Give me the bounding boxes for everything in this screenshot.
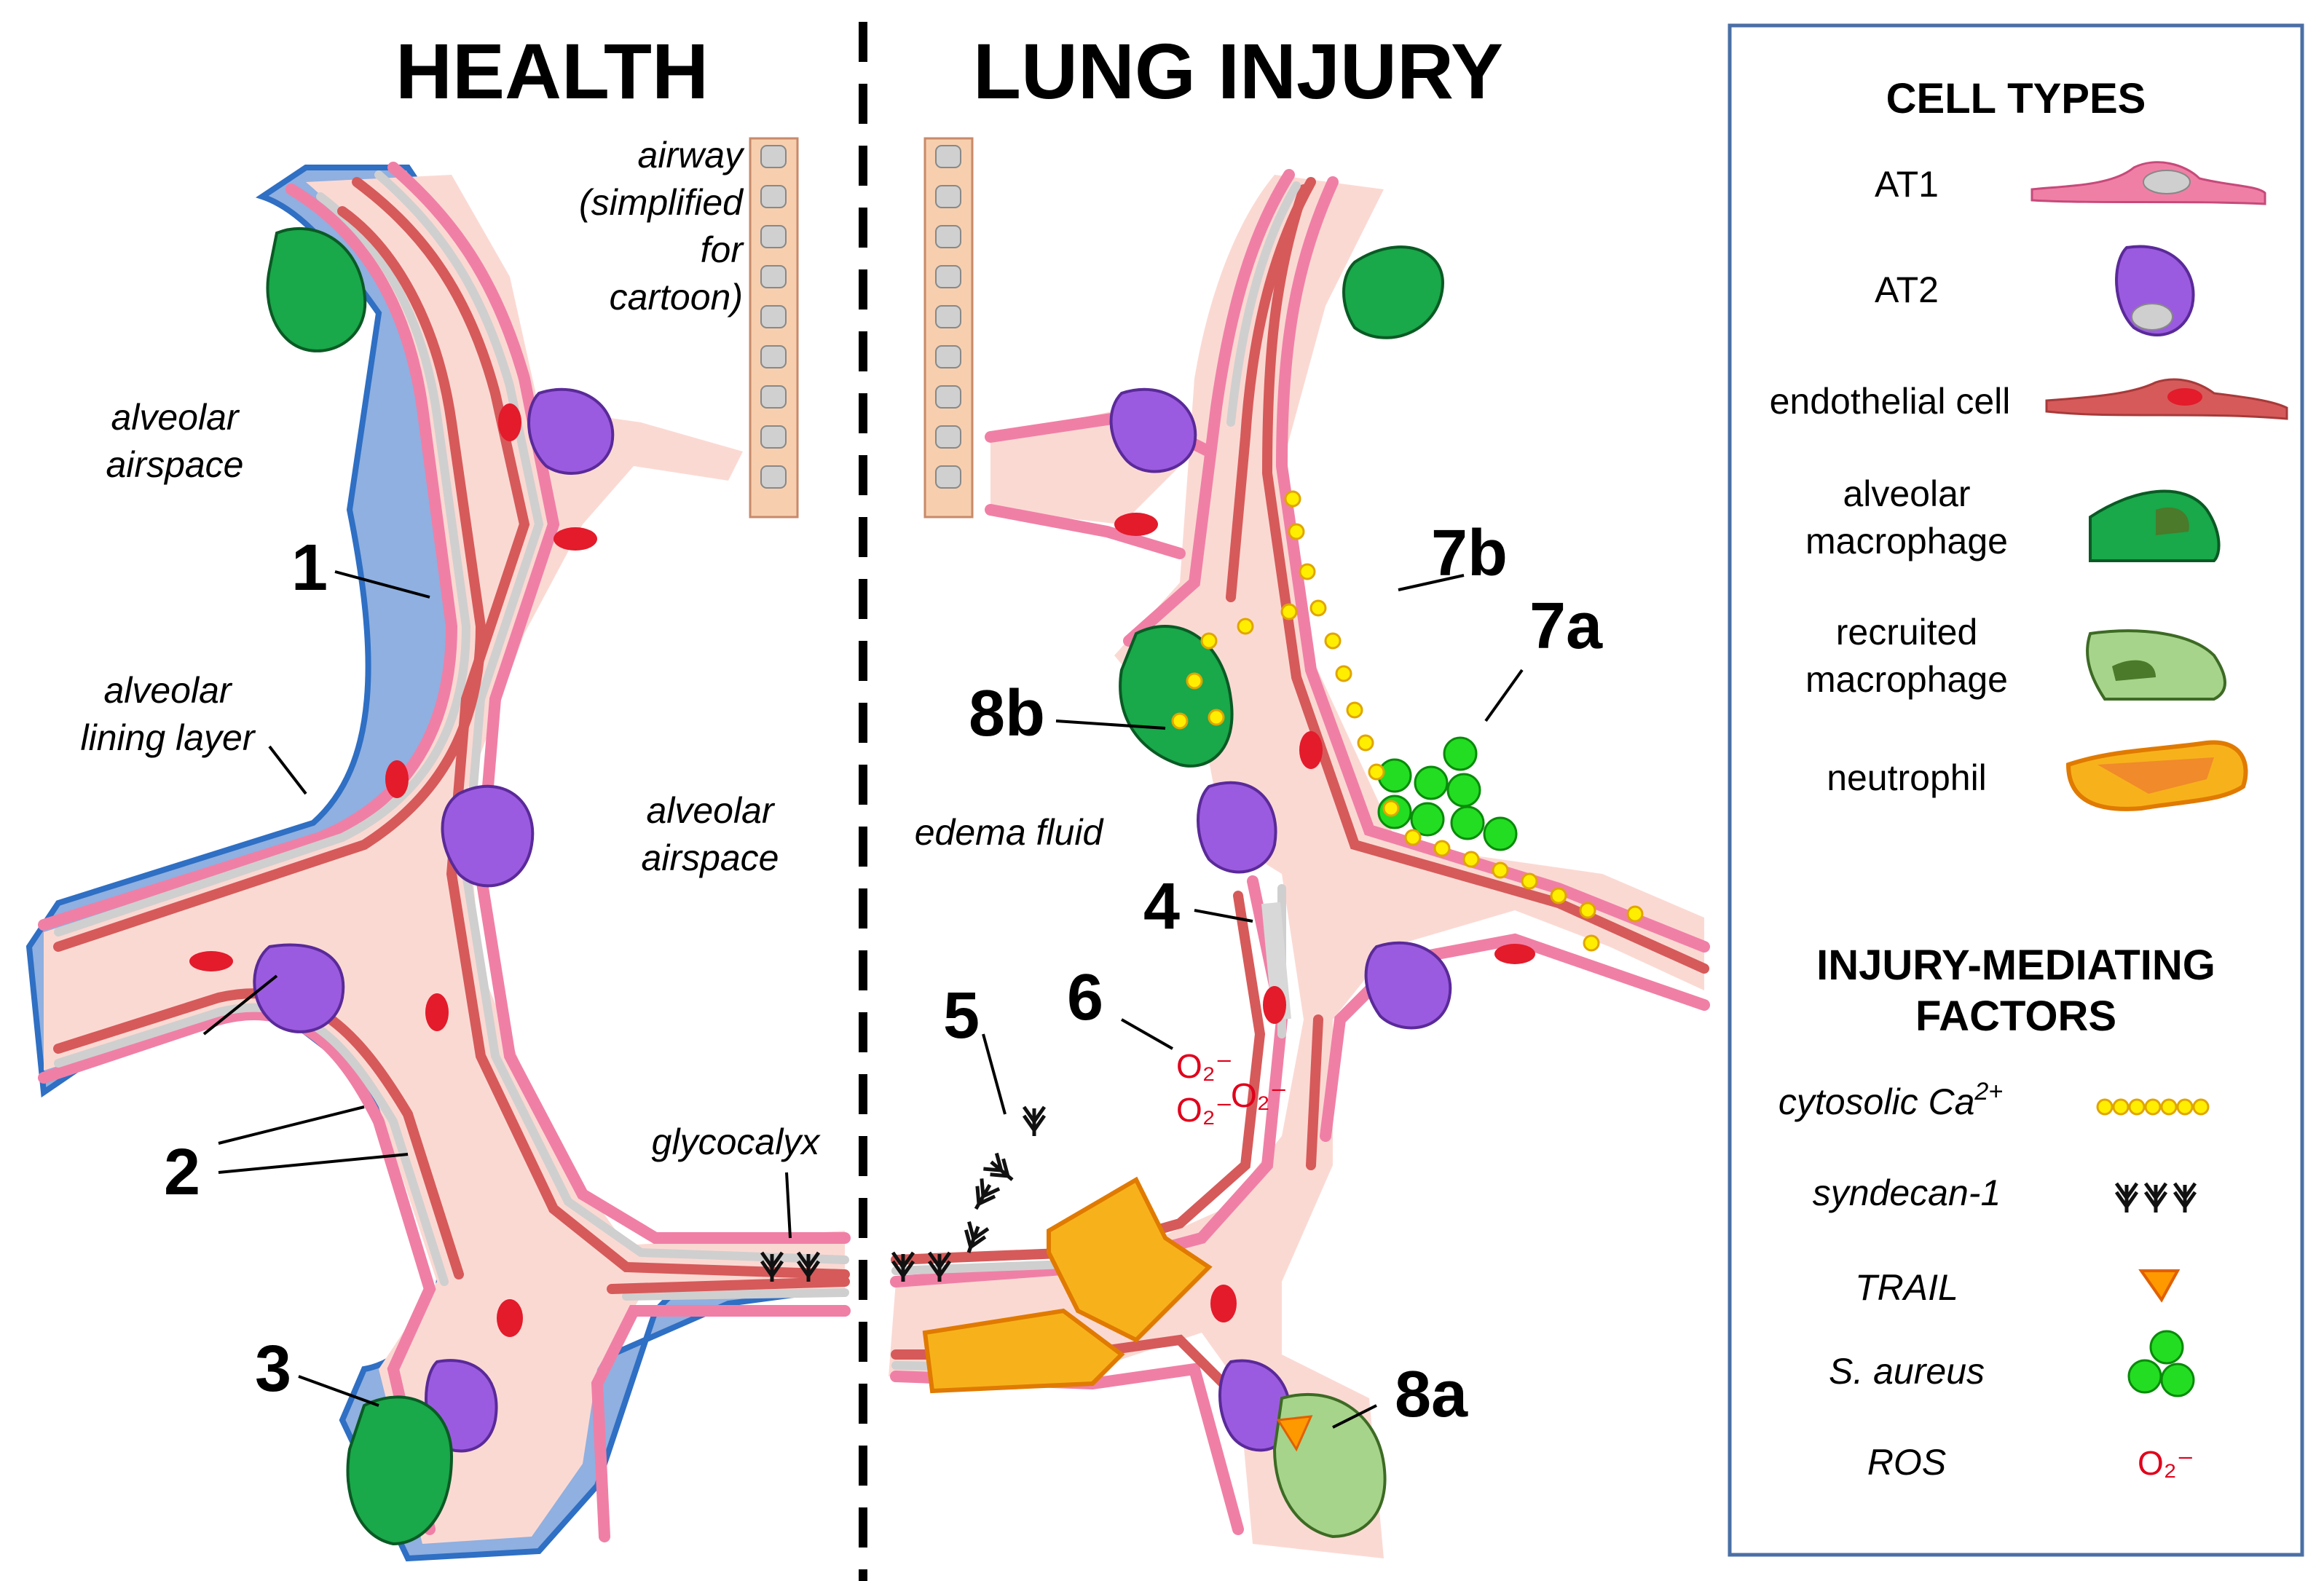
neutrophil-cell — [1047, 1176, 1213, 1343]
alveolar-macrophage-icon — [2089, 489, 2221, 562]
callout-8b: 8b — [969, 677, 1045, 750]
svg-text:cartoon): cartoon) — [610, 277, 743, 318]
alveolar-septum-injury — [889, 175, 1704, 1558]
endothelial-cell-icon — [2045, 378, 2288, 420]
svg-text:FACTORS: FACTORS — [1915, 993, 2116, 1040]
lung-injury-panel: O₂⁻ O₂⁻ O₂⁻ — [889, 137, 1710, 1558]
legend-label-recruited-macrophage: recruited — [1836, 612, 1978, 652]
svg-text:airspace: airspace — [642, 837, 779, 878]
at2-cell-icon — [2115, 245, 2195, 336]
callout-7b: 7b — [1431, 517, 1508, 590]
svg-text:macrophage: macrophage — [1805, 659, 2008, 700]
callout-3: 3 — [255, 1333, 291, 1405]
svg-text:cytosolic Ca2+: cytosolic Ca2+ — [1779, 1078, 2003, 1122]
ros-symbol: O₂⁻ — [1176, 1091, 1233, 1129]
svg-text:alveolar: alveolar — [646, 790, 775, 831]
alveolar-macrophage-cell — [1342, 245, 1444, 339]
legend-label-alveolar-macrophage: alveolar — [1843, 473, 1970, 514]
ros-symbol: O₂⁻ — [1176, 1047, 1233, 1085]
callout-7a: 7a — [1529, 590, 1603, 663]
alveolar-airspace-label-center: alveolar airspace — [642, 790, 779, 878]
legend-label-endothelial: endothelial cell — [1770, 381, 2011, 422]
airway-epithelium-injury — [923, 137, 974, 519]
alveolar-septum-health — [44, 175, 845, 1544]
svg-text:for: for — [701, 229, 745, 270]
svg-text:alveolar: alveolar — [111, 397, 240, 438]
at2-cell — [441, 784, 535, 888]
at2-cell — [1109, 387, 1197, 473]
at2-cell — [527, 387, 615, 475]
alveolar-macrophage-cell — [266, 226, 367, 352]
callout-2: 2 — [164, 1136, 200, 1209]
svg-text:airway: airway — [638, 135, 745, 176]
health-panel — [25, 137, 851, 1562]
legend-label-syndecan: syndecan-1 — [1813, 1172, 2001, 1213]
legend-cell-types-heading: CELL TYPES — [1886, 75, 2146, 122]
lung-injury-title: LUNG INJURY — [973, 27, 1503, 115]
at2-cell — [1218, 1359, 1292, 1452]
syndecan-icon — [2116, 1183, 2195, 1213]
alveolar-macrophage-cell — [346, 1395, 454, 1546]
svg-text:macrophage: macrophage — [1805, 521, 2008, 561]
legend-label-s-aureus: S. aureus — [1829, 1351, 1985, 1392]
svg-text:airspace: airspace — [106, 444, 244, 485]
legend-label-trail: TRAIL — [1855, 1267, 1958, 1308]
ros-molecules: O₂⁻ O₂⁻ O₂⁻ — [1176, 1047, 1288, 1129]
edema-fluid-label: edema fluid — [915, 812, 1105, 853]
legend-label-ros: ROS — [1867, 1442, 1946, 1483]
health-title: HEALTH — [395, 27, 709, 115]
legend-label-calcium: cytosolic Ca2+ — [1779, 1078, 2003, 1122]
airway-epithelium — [749, 137, 799, 519]
neutrophil-icon — [2065, 740, 2248, 811]
glycocalyx-label: glycocalyx — [652, 1121, 822, 1162]
legend-label-at2: AT2 — [1875, 269, 1939, 310]
legend-label-neutrophil: neutrophil — [1827, 757, 1987, 798]
trail-triangle-icon — [2138, 1269, 2181, 1303]
at1-cell-icon — [2030, 161, 2266, 205]
alveolar-lining-layer-label: alveolar lining layer — [80, 670, 256, 758]
callout-5: 5 — [943, 979, 980, 1052]
callout-4: 4 — [1143, 870, 1180, 943]
ros-symbol: O₂⁻ — [1231, 1076, 1288, 1114]
alveolar-airspace-label-left: alveolar airspace — [106, 397, 244, 485]
s-aureus-cluster — [1377, 736, 1518, 851]
callout-8a: 8a — [1395, 1358, 1468, 1431]
legend-box: CELL TYPES AT1 AT2 endothelial cell alve… — [1728, 23, 2304, 1557]
svg-text:lining layer: lining layer — [80, 717, 256, 758]
svg-text:alveolar: alveolar — [103, 670, 232, 711]
trail-triangle — [1276, 1415, 1313, 1452]
ros-icon: O₂⁻ — [2138, 1444, 2194, 1482]
s-aureus-icon — [2127, 1330, 2195, 1397]
callout-6: 6 — [1067, 961, 1103, 1034]
legend-label-at1: AT1 — [1875, 164, 1939, 205]
at2-cell — [253, 943, 345, 1033]
callout-1: 1 — [291, 532, 328, 604]
recruited-macrophage-icon — [2086, 629, 2226, 701]
airway-label: airway (simplified for cartoon) — [579, 135, 745, 318]
at2-cell — [1364, 941, 1452, 1030]
neutrophil-cell — [922, 1308, 1125, 1394]
svg-text:(simplified: (simplified — [579, 182, 744, 223]
at2-cell — [1197, 781, 1277, 874]
alveolar-macrophage-cell — [1119, 625, 1234, 768]
legend-factors-heading: INJURY-MEDIATING — [1816, 942, 2215, 989]
